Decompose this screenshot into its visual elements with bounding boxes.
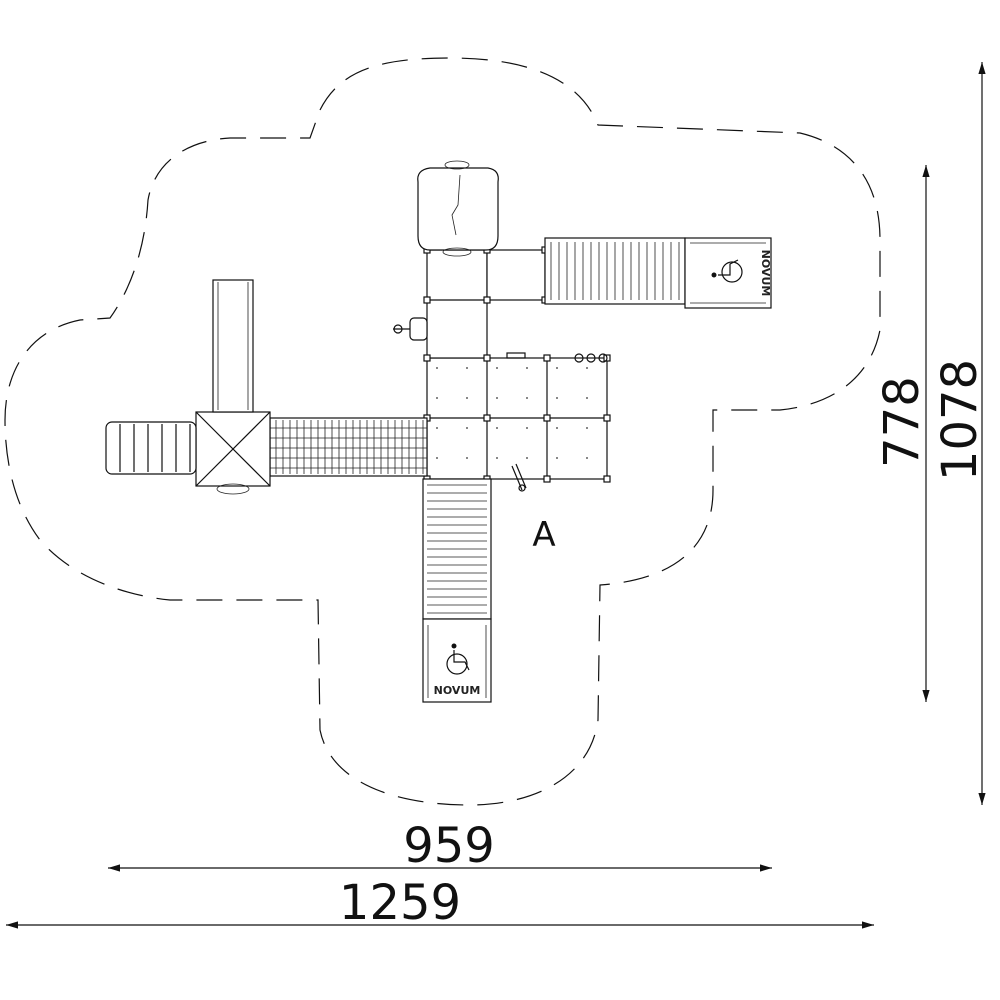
rivet-dot [436, 367, 438, 369]
post [543, 414, 551, 422]
rivet-dot [526, 427, 528, 429]
zone-label: A [532, 515, 555, 555]
ramp-top-right: NOVUM [544, 237, 772, 309]
roof-canopy [417, 160, 499, 257]
rivet-dot [436, 427, 438, 429]
rivet-dot [496, 427, 498, 429]
post [543, 475, 551, 483]
wheelchair-icon [711, 259, 743, 283]
dimension-height-inner: 778 [874, 165, 930, 702]
post [483, 414, 491, 422]
bridge [269, 417, 428, 477]
slide [212, 279, 254, 413]
rivet-dot [466, 457, 468, 459]
post [603, 414, 611, 422]
ramp-brand-label: NOVUM [434, 684, 481, 697]
left-tower [195, 411, 271, 495]
dimension-height-outer: 1078 [932, 62, 988, 805]
rivet-dot [586, 427, 588, 429]
rivet-dot [556, 367, 558, 369]
post [423, 296, 431, 304]
rivet-dot [496, 397, 498, 399]
safety-zone-outline [4, 57, 881, 806]
rivet-dot [436, 457, 438, 459]
rivet-dot [496, 457, 498, 459]
rivet-dot [586, 397, 588, 399]
width-outer-label: 1259 [339, 875, 461, 931]
height-outer-label: 1078 [932, 359, 988, 481]
rivet-dot [586, 367, 588, 369]
rivet-dot [466, 427, 468, 429]
height-inner-label: 778 [874, 376, 930, 468]
wheelchair-icon [446, 643, 470, 675]
left-steps [105, 421, 197, 475]
post [603, 475, 611, 483]
dimension-width-inner: 959 [108, 818, 772, 874]
rivet-dot [526, 367, 528, 369]
rivet-dot [496, 367, 498, 369]
rivet-dot [436, 397, 438, 399]
rivet-dot [556, 457, 558, 459]
ramp-brand-label: NOVUM [759, 250, 772, 297]
rivet-dot [556, 427, 558, 429]
rivet-dot [526, 457, 528, 459]
dimension-width-outer: 1259 [6, 875, 874, 931]
post [423, 354, 431, 362]
post [483, 296, 491, 304]
rivet-dot [466, 367, 468, 369]
width-inner-label: 959 [403, 818, 495, 874]
round-knobs [506, 352, 608, 363]
ramp-bottom: NOVUM [422, 478, 492, 703]
side-panel-steering [393, 317, 428, 341]
post [543, 354, 551, 362]
telescope-accessory [511, 463, 527, 492]
post [483, 354, 491, 362]
rivet-dot [526, 397, 528, 399]
rivet-dot [586, 457, 588, 459]
rivet-dot [556, 397, 558, 399]
rivet-dot [466, 397, 468, 399]
